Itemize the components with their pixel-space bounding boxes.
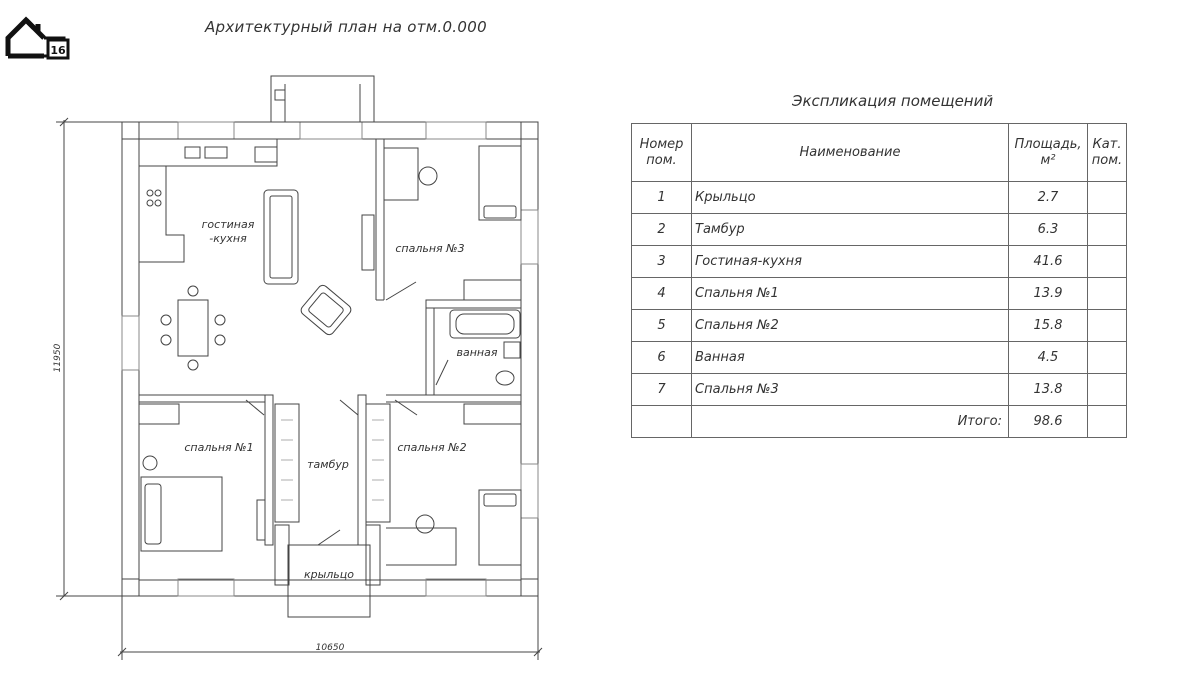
dimension-width: 10650 [316, 643, 345, 653]
sink [503, 341, 521, 359]
room-label-vestibule: тамбур [307, 458, 349, 471]
window [177, 578, 235, 597]
row-category [1087, 213, 1127, 246]
wardrobe [274, 403, 300, 523]
row-number: 2 [631, 213, 692, 246]
row-name: Спальня №2 [691, 309, 1009, 342]
row-name: Крыльцо [691, 181, 1009, 214]
room-label-porch: крыльцо [304, 568, 354, 581]
header-name: Наименование [691, 123, 1009, 182]
row-category [1087, 341, 1127, 374]
outer-wall [121, 121, 539, 597]
row-name: Тамбур [691, 213, 1009, 246]
room-label-bedroom1: спальня №1 [184, 441, 253, 454]
row-area: 15.8 [1008, 309, 1088, 342]
window [425, 121, 487, 140]
room-label-bedroom2: спальня №2 [397, 441, 466, 454]
bathtub [449, 309, 521, 339]
row-category [1087, 245, 1127, 278]
row-name: Гостиная-кухня [691, 245, 1009, 278]
dimension-height: 11950 [53, 343, 63, 372]
logo-badge: 16 [50, 44, 66, 57]
bed [140, 476, 223, 552]
house-logo-icon: 16 [5, 16, 70, 60]
row-number: 3 [631, 245, 692, 278]
terrace [270, 75, 375, 123]
row-category [1087, 309, 1127, 342]
total-label: Итого: [691, 405, 1009, 438]
room-label-bathroom: ванная [457, 346, 498, 359]
row-category [1087, 277, 1127, 310]
plan-title: Архитектурный план на отм.0.000 [205, 18, 487, 36]
row-name: Ванная [691, 341, 1009, 374]
inner-wall [138, 138, 522, 581]
row-number: 1 [631, 181, 692, 214]
window [425, 578, 487, 597]
row-number: 4 [631, 277, 692, 310]
room-label-living: гостиная [202, 218, 255, 231]
total-value: 98.6 [1008, 405, 1088, 438]
header-area: Площадь,м² [1008, 123, 1088, 182]
table-total-row: Итого: 98.6 [631, 405, 1127, 438]
row-area: 2.7 [1008, 181, 1088, 214]
window [520, 463, 539, 519]
wardrobe [365, 403, 391, 523]
row-name: Спальня №1 [691, 277, 1009, 310]
room-label-living-2: -кухня [209, 232, 247, 245]
floor-plan: гостиная -кухня спальня №3 ванная спальн… [53, 75, 543, 660]
bed [478, 145, 522, 221]
row-area: 13.9 [1008, 277, 1088, 310]
row-area: 6.3 [1008, 213, 1088, 246]
toilet [495, 370, 515, 386]
row-area: 4.5 [1008, 341, 1088, 374]
row-category [1087, 373, 1127, 406]
room-label-bedroom3: спальня №3 [395, 242, 464, 255]
row-area: 13.8 [1008, 373, 1088, 406]
row-name: Спальня №3 [691, 373, 1009, 406]
sofa [263, 189, 299, 285]
explication-title: Экспликация помещений [792, 92, 994, 110]
window [520, 209, 539, 265]
row-number: 6 [631, 341, 692, 374]
row-number: 7 [631, 373, 692, 406]
window [299, 121, 363, 140]
header-category: Кат.пом. [1087, 123, 1127, 182]
row-area: 41.6 [1008, 245, 1088, 278]
dining-table [177, 299, 209, 357]
window [177, 121, 235, 140]
porch [287, 544, 371, 618]
row-number: 5 [631, 309, 692, 342]
window [121, 315, 140, 371]
bed [478, 489, 522, 566]
armchair [300, 284, 352, 336]
row-category [1087, 181, 1127, 214]
